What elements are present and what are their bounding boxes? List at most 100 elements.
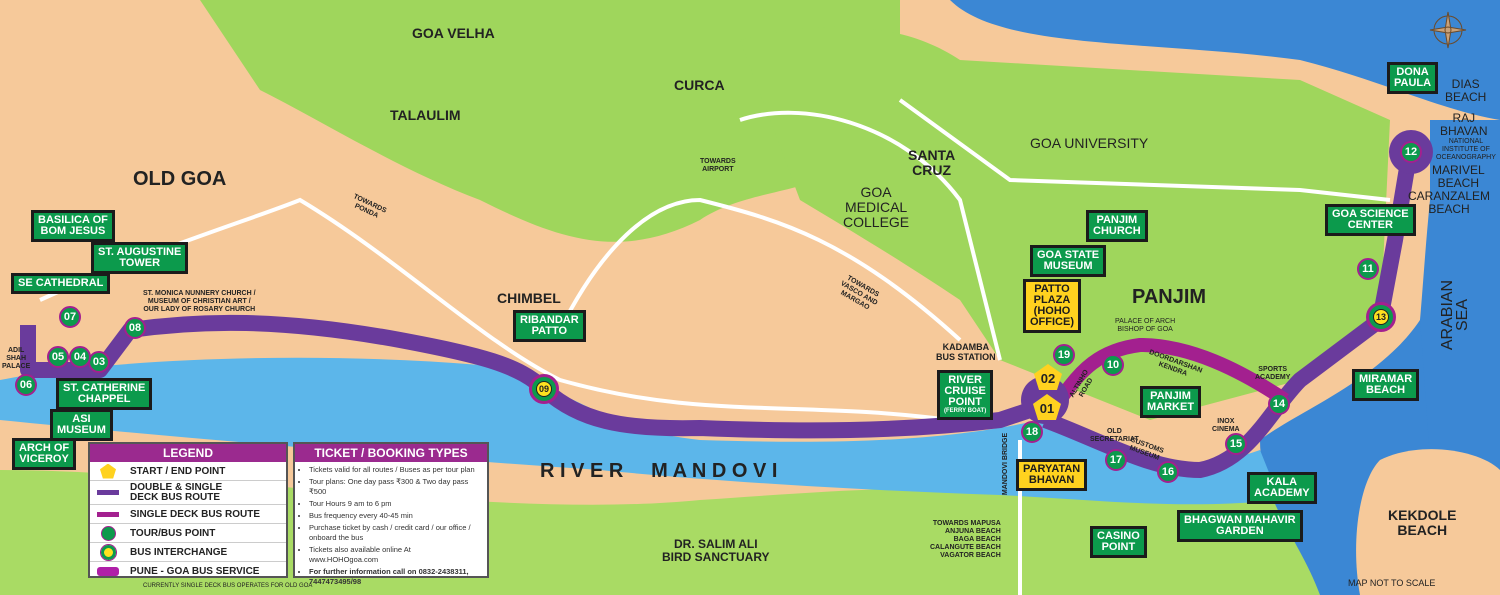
note-old-secretariat: OLD SECRETARIAT: [1090, 428, 1139, 443]
stop-12[interactable]: 12: [1400, 141, 1422, 163]
green-hills-panjim: [740, 26, 1390, 420]
place-arabian-sea: ARABIAN SEA: [1439, 279, 1471, 351]
single-route-swatch-icon: [97, 511, 119, 517]
label-miramar-beach[interactable]: MIRAMAR BEACH: [1352, 369, 1420, 401]
label-casino-point[interactable]: CASINO POINT: [1090, 526, 1147, 558]
legend-tour-point: TOUR/BUS POINT: [90, 524, 286, 543]
ferry-boat-text: (FERRY BOAT): [944, 408, 987, 414]
note-mandovi-bridge: MANDOVI BRIDGE: [1002, 432, 1010, 496]
roads: [39, 98, 1391, 595]
place-raj-bhavan: RAJ BHAVAN: [1440, 111, 1488, 138]
place-old-goa: OLD GOA: [133, 168, 227, 190]
stop-14[interactable]: 14: [1268, 393, 1290, 415]
place-nio: NATIONAL INSTITUTE OF OCEANOGRAPHY: [1436, 138, 1496, 161]
label-patto-plaza[interactable]: PATTO PLAZA (HOHO OFFICE): [1023, 279, 1081, 333]
ticket-item: Purchase ticket by cash / credit card / …: [309, 523, 479, 543]
label-dona-paula[interactable]: DONA PAULA: [1387, 62, 1439, 94]
note-st-monica: ST. MONICA NUNNERY CHURCH / MUSEUM OF CH…: [143, 290, 256, 313]
stop-13-number: 13: [1373, 309, 1389, 325]
green-hills: [200, 0, 900, 242]
ticket-item: For further information call on 0832-243…: [309, 567, 479, 587]
stop-18[interactable]: 18: [1021, 421, 1043, 443]
ticket-list: Tickets valid for all routes / Buses as …: [295, 462, 487, 587]
label-ribandar-patto[interactable]: RIBANDAR PATTO: [513, 310, 586, 342]
label-asi-museum[interactable]: ASI MUSEUM: [50, 409, 113, 441]
label-bhagwan-mahavir-garden[interactable]: BHAGWAN MAHAVIR GARDEN: [1177, 510, 1303, 542]
interchange-icon: [99, 543, 117, 561]
note-inox-cinema: INOX CINEMA: [1212, 418, 1240, 433]
place-santa-cruz: SANTA CRUZ: [908, 147, 956, 178]
place-goa-velha: GOA VELHA: [412, 25, 495, 41]
double-route-swatch-icon: [97, 490, 119, 495]
legend-label: DOUBLE & SINGLE DECK BUS ROUTE: [130, 481, 223, 503]
stop-15[interactable]: 15: [1225, 433, 1247, 455]
place-goa-university: GOA UNIVERSITY: [1030, 135, 1149, 151]
place-curca: CURCA: [674, 77, 725, 93]
label-basilica-bom-jesus[interactable]: BASILICA OF BOM JESUS: [31, 210, 115, 242]
stop-05[interactable]: 05: [47, 346, 69, 368]
stop-09-interchange[interactable]: 09: [529, 374, 559, 404]
place-marivel-beach: MARIVEL BEACH: [1432, 163, 1485, 190]
kekdole-land: [1356, 449, 1500, 595]
legend-label: START / END POINT: [130, 465, 226, 477]
river-cruise-text: RIVER CRUISE POINT: [944, 374, 986, 408]
ticket-title: TICKET / BOOKING TYPES: [295, 444, 487, 462]
label-st-catherine-chappel[interactable]: ST. CATHERINE CHAPPEL: [56, 378, 153, 410]
stop-19[interactable]: 19: [1053, 344, 1075, 366]
place-river-mandovi: R I V E R M A N D O V I: [540, 460, 778, 482]
stop-07[interactable]: 07: [59, 306, 81, 328]
route-single-deck: [1054, 337, 1289, 406]
legend-label: PUNE - GOA BUS SERVICE: [130, 566, 260, 577]
label-goa-state-museum[interactable]: GOA STATE MUSEUM: [1030, 245, 1107, 277]
place-kekdole-beach: KEKDOLE BEACH: [1388, 507, 1457, 538]
legend-single-route: SINGLE DECK BUS ROUTE: [90, 505, 286, 524]
legend-footnote: CURRENTLY SINGLE DECK BUS OPERATES FOR O…: [143, 583, 313, 589]
stop-11[interactable]: 11: [1357, 258, 1379, 280]
label-arch-of-viceroy[interactable]: ARCH OF VICEROY: [12, 438, 77, 470]
stop-17[interactable]: 17: [1105, 449, 1127, 471]
ticket-item[interactable]: Tickets also available online At www.HOH…: [309, 545, 479, 565]
ticket-item: Tour plans: One day pass ₹300 & Two day …: [309, 477, 479, 497]
label-st-augustine-tower[interactable]: ST. AUGUSTINE TOWER: [91, 242, 189, 274]
stop-08[interactable]: 08: [124, 317, 146, 339]
stop-13-interchange[interactable]: 13: [1366, 302, 1396, 332]
legend-label: BUS INTERCHANGE: [130, 546, 228, 558]
bus-icon: [97, 567, 119, 576]
legend-pune-goa-bus: PUNE - GOA BUS SERVICE: [90, 562, 286, 581]
stop-04[interactable]: 04: [69, 346, 91, 368]
stop-06[interactable]: 06: [15, 374, 37, 396]
place-bird-sanctuary: DR. SALIM ALI BIRD SANCTUARY: [662, 537, 770, 564]
label-kala-academy[interactable]: KALA ACADEMY: [1247, 472, 1317, 504]
ticket-item: Bus frequency every 40-45 min: [309, 511, 479, 521]
label-paryatan-bhavan[interactable]: PARYATAN BHAVAN: [1016, 459, 1088, 491]
label-panjim-church[interactable]: PANJIM CHURCH: [1086, 210, 1148, 242]
place-chimbel: CHIMBEL: [497, 290, 561, 306]
legend-start-end: START / END POINT: [90, 462, 286, 481]
place-caranzalem-beach: CARANZALEM BEACH: [1408, 189, 1491, 216]
green-circle-icon: [100, 525, 116, 541]
ticket-item: Tour Hours 9 am to 6 pm: [309, 499, 479, 509]
place-dias-beach: DIAS BEACH: [1445, 77, 1487, 104]
stop-03[interactable]: 03: [88, 351, 110, 373]
place-talaulim: TALAULIM: [390, 107, 461, 123]
ticket-box: TICKET / BOOKING TYPES Tickets valid for…: [293, 442, 489, 586]
note-towards-airport: TOWARDS AIRPORT: [700, 158, 736, 173]
note-adil-shah-palace: ADIL SHAH PALACE: [2, 347, 31, 370]
note-sports-academy: SPORTS ACADEMY: [1255, 366, 1291, 381]
legend-title: LEGEND: [90, 444, 286, 462]
note-towards-mapusa: TOWARDS MAPUSA ANJUNA BEACH BAGA BEACH C…: [930, 520, 1001, 559]
label-panjim-market[interactable]: PANJIM MARKET: [1140, 386, 1202, 418]
stop-16[interactable]: 16: [1157, 461, 1179, 483]
label-goa-science-center[interactable]: GOA SCIENCE CENTER: [1325, 204, 1416, 236]
label-river-cruise-point[interactable]: RIVER CRUISE POINT(FERRY BOAT): [937, 370, 994, 420]
ticket-item: Tickets valid for all routes / Buses as …: [309, 465, 479, 475]
pentagon-icon: [100, 463, 116, 479]
map-not-to-scale: MAP NOT TO SCALE: [1348, 578, 1436, 588]
legend-double-route: DOUBLE & SINGLE DECK BUS ROUTE: [90, 481, 286, 505]
place-panjim: PANJIM: [1132, 286, 1207, 308]
label-se-cathedral[interactable]: SE CATHEDRAL: [11, 273, 111, 294]
compass-icon: [1429, 11, 1467, 49]
place-kadamba: KADAMBA BUS STATION: [936, 342, 996, 362]
stop-10[interactable]: 10: [1102, 354, 1124, 376]
